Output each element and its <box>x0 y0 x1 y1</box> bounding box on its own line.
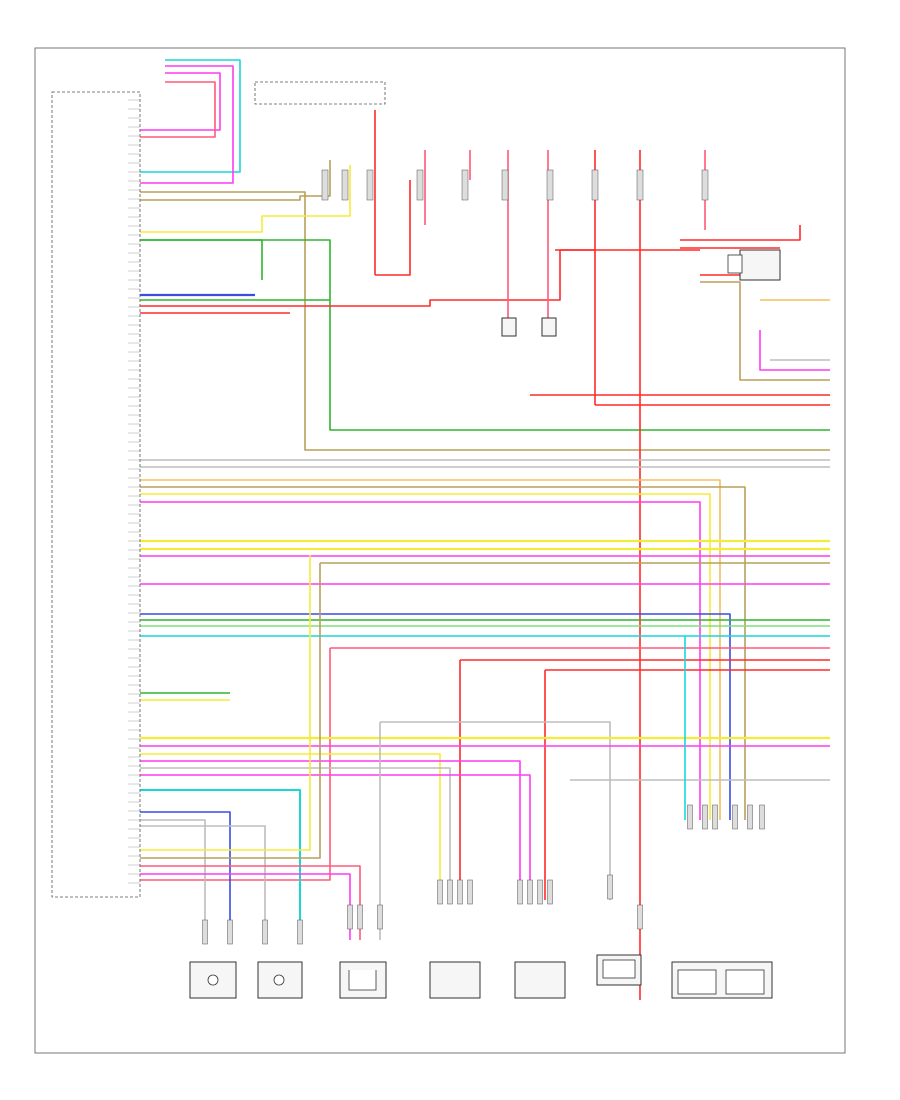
top-connector-7 <box>591 169 599 201</box>
bottom-connector-1 <box>227 919 233 945</box>
actuator-connector-right <box>541 317 557 337</box>
instrument-cluster-box <box>254 81 386 105</box>
wire-ecm-green-stub <box>140 239 263 280</box>
wire-yellow-up <box>140 555 311 851</box>
bottom-connector-11 <box>517 879 523 905</box>
wire-gray-sensor-b <box>140 825 266 940</box>
bottom-component-group <box>189 954 773 999</box>
wire-top-feed-cyan <box>140 59 241 173</box>
wire-tan-fuel <box>700 281 830 381</box>
top-connector-6 <box>546 169 554 201</box>
wire-mid-orange-1 <box>140 479 721 820</box>
bottom-connector-6 <box>377 904 383 930</box>
wire-low-violet-3 <box>140 774 531 900</box>
wire-red-fuel-top <box>680 225 801 241</box>
bottom-connector-4 <box>347 904 353 930</box>
wire-cluster-red-loop <box>375 180 411 276</box>
heated-oxygen-sensor-inner-right <box>725 969 765 995</box>
top-connector-group <box>321 169 709 201</box>
fuel-tank-pressure-sensor-box <box>739 249 781 281</box>
wire-mid-yellow <box>140 493 711 820</box>
top-connector-9 <box>701 169 709 201</box>
heated-oxygen-sensor-inner-left <box>677 969 717 995</box>
wire-group <box>140 59 830 1000</box>
wire-low-gray <box>140 767 451 900</box>
wire-gray-bottom <box>380 721 611 900</box>
wire-low-yellow-2 <box>140 753 441 900</box>
bottom-connector-21 <box>747 804 753 830</box>
wire-top-feed-violet <box>140 65 234 184</box>
purge-solenoid-box <box>727 254 743 274</box>
top-connector-4 <box>461 169 469 201</box>
bottom-connector-22 <box>759 804 765 830</box>
bottom-connector-7 <box>437 879 443 905</box>
bottom-connector-16 <box>637 904 643 930</box>
oxygen-sensor-inner <box>602 959 636 979</box>
wire-gray-sensor-a <box>140 819 206 940</box>
wire-ecm-tan-long <box>140 191 830 451</box>
ecm-pin-column <box>128 99 140 884</box>
top-connector-5 <box>501 169 509 201</box>
wire-mid-tan <box>140 486 746 820</box>
sensor-a-symbol <box>207 974 219 986</box>
wire-tan-up <box>140 563 321 859</box>
wire-ecm-tan-to-cluster <box>140 160 331 201</box>
wire-ecm-yellow-cluster <box>140 165 351 233</box>
wire-violet-fuel <box>759 330 830 371</box>
bottom-connector-17 <box>687 804 693 830</box>
camshaft-sensor-symbol <box>348 970 377 991</box>
bottom-connector-9 <box>457 879 463 905</box>
wire-mid-violet <box>140 501 701 820</box>
knock-sensor-bank1-box <box>429 961 481 999</box>
bottom-connector-14 <box>547 879 553 905</box>
top-connector-3 <box>416 169 424 201</box>
bottom-connector-13 <box>537 879 543 905</box>
bottom-connector-3 <box>297 919 303 945</box>
bottom-connector-12 <box>527 879 533 905</box>
wire-top-feed-violet-2 <box>140 72 221 131</box>
wire-low-violet-2 <box>140 760 521 900</box>
wire-mid-blue <box>140 613 731 820</box>
ecm-connector-box <box>51 91 141 898</box>
bottom-connector-20 <box>732 804 738 830</box>
bottom-connector-18 <box>702 804 708 830</box>
top-connector-8 <box>636 169 644 201</box>
wire-pink-return <box>140 648 331 881</box>
bottom-connector-15 <box>607 874 613 900</box>
bottom-connector-group <box>202 804 765 945</box>
top-connector-0 <box>321 169 329 201</box>
bottom-connector-10 <box>467 879 473 905</box>
actuator-connector-left <box>501 317 517 337</box>
wire-top-feed-pink <box>140 81 216 138</box>
wire-cyan-sensor-b <box>140 789 301 940</box>
bottom-connector-8 <box>447 879 453 905</box>
top-connector-1 <box>341 169 349 201</box>
bottom-connector-5 <box>357 904 363 930</box>
wire-blue-sensor-a <box>140 811 231 940</box>
bottom-connector-0 <box>202 919 208 945</box>
knock-sensor-bank2-box <box>514 961 566 999</box>
sensor-b-symbol <box>273 974 285 986</box>
bottom-connector-2 <box>262 919 268 945</box>
top-connector-2 <box>366 169 374 201</box>
bottom-connector-19 <box>712 804 718 830</box>
